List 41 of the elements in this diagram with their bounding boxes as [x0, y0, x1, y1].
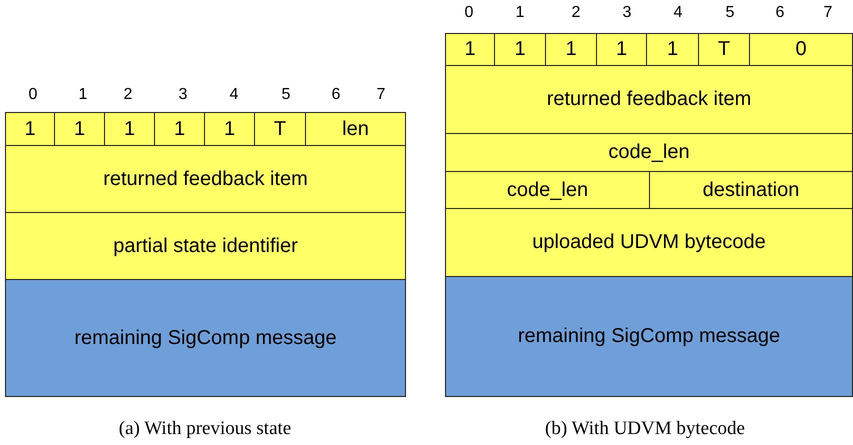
- bit-number: 6: [776, 4, 784, 22]
- figure-caption: (a) With previous state: [118, 418, 292, 440]
- bit-field: 1: [154, 112, 205, 146]
- length-field: len: [305, 112, 406, 146]
- header-field: returned feedback item: [5, 145, 406, 213]
- bit-number: 5: [726, 4, 734, 22]
- length-field: 0: [749, 33, 853, 66]
- header-field: uploaded UDVM bytecode: [445, 208, 853, 277]
- bit-number: 2: [572, 4, 580, 22]
- bit-number: 3: [178, 86, 188, 104]
- bit-number: 7: [376, 86, 386, 104]
- header-field: partial state identifier: [5, 212, 406, 280]
- bit-field: 1: [204, 112, 255, 146]
- bit-number: 0: [28, 86, 38, 104]
- payload-field: remaining SigComp message: [445, 276, 853, 397]
- bit-number: 6: [332, 86, 340, 104]
- bit-field: 1: [445, 33, 495, 66]
- header-field: returned feedback item: [445, 65, 853, 134]
- figure-caption: (b) With UDVM bytecode: [545, 418, 745, 440]
- bit-field: T: [254, 112, 306, 146]
- bit-field: T: [698, 33, 750, 66]
- bit-number: 1: [516, 4, 524, 22]
- header-field: destination: [649, 171, 853, 209]
- bit-field: 1: [646, 33, 699, 66]
- bit-number: 7: [824, 4, 832, 22]
- bit-number: 2: [124, 86, 132, 104]
- payload-field: remaining SigComp message: [5, 279, 406, 397]
- header-field: code_len: [445, 171, 650, 209]
- bit-field: 1: [104, 112, 155, 146]
- bit-number: 5: [282, 86, 290, 104]
- bit-number: 3: [622, 4, 632, 22]
- bit-field: 1: [596, 33, 647, 66]
- bit-number: 4: [230, 86, 238, 104]
- bit-field: 1: [494, 33, 546, 66]
- bit-field: 1: [545, 33, 597, 66]
- header-field: code_len: [445, 133, 853, 172]
- bit-field: 1: [54, 112, 105, 146]
- bit-number: 1: [78, 86, 88, 104]
- bit-number: 0: [464, 4, 474, 22]
- bit-number: 4: [674, 4, 682, 22]
- bit-field: 1: [5, 112, 55, 146]
